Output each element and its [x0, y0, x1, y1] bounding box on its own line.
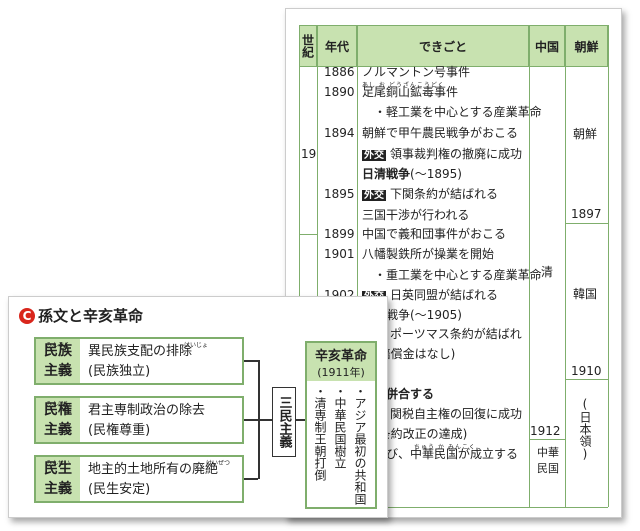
- header-korea: 朝鮮: [565, 25, 608, 67]
- principle-democracy: みんけん 民権 主義 君主専制政治の除去 (民権尊重): [34, 396, 244, 444]
- header-century: 世紀: [299, 25, 317, 67]
- result-republic: ・アジア最初の共和国: [353, 385, 367, 505]
- principle-livelihood: みんせい 民生 主義 はいぜつ 地主的土地所有の廃絶 (民生安定): [34, 455, 244, 503]
- header-events: できごと: [357, 25, 529, 67]
- section-c-icon: C: [19, 307, 35, 324]
- korea-joseon: 朝鮮: [573, 127, 598, 141]
- china-qing: 清: [541, 265, 554, 279]
- event-ashio: あし お どうざんこうどく 足尾銅山鉱毒事件: [362, 82, 459, 99]
- principle-nationalism: みんぞく 民族 主義 はいじょ 異民族支配の排除 (民族独立): [34, 337, 244, 385]
- result-roc: ・中華民国樹立: [333, 385, 347, 469]
- header-china: 中国: [529, 25, 565, 67]
- century-value: 19: [301, 147, 317, 161]
- xinhai-revolution-box: 辛亥革命 (1911年) ・アジア最初の共和国 ・中華民国樹立 ・清専制王朝打倒: [305, 341, 377, 509]
- result-qing-overthrown: ・清専制王朝打倒: [313, 385, 327, 481]
- korea-ruled: (日本領): [578, 397, 592, 461]
- event-normanton: ノルマントン号事件: [362, 65, 471, 79]
- korea-kankoku: 韓国: [573, 287, 598, 301]
- three-principles-box: 三民主義: [272, 387, 296, 457]
- header-year: 年代: [317, 25, 357, 67]
- sun-yatsen-diagram: C 孫文と辛亥革命 みんぞく 民族 主義 はいじょ 異民族支配の排除 (民族独立…: [8, 296, 388, 518]
- china-roc: 中華民国: [537, 446, 559, 475]
- diagram-title: C 孫文と辛亥革命: [19, 305, 143, 326]
